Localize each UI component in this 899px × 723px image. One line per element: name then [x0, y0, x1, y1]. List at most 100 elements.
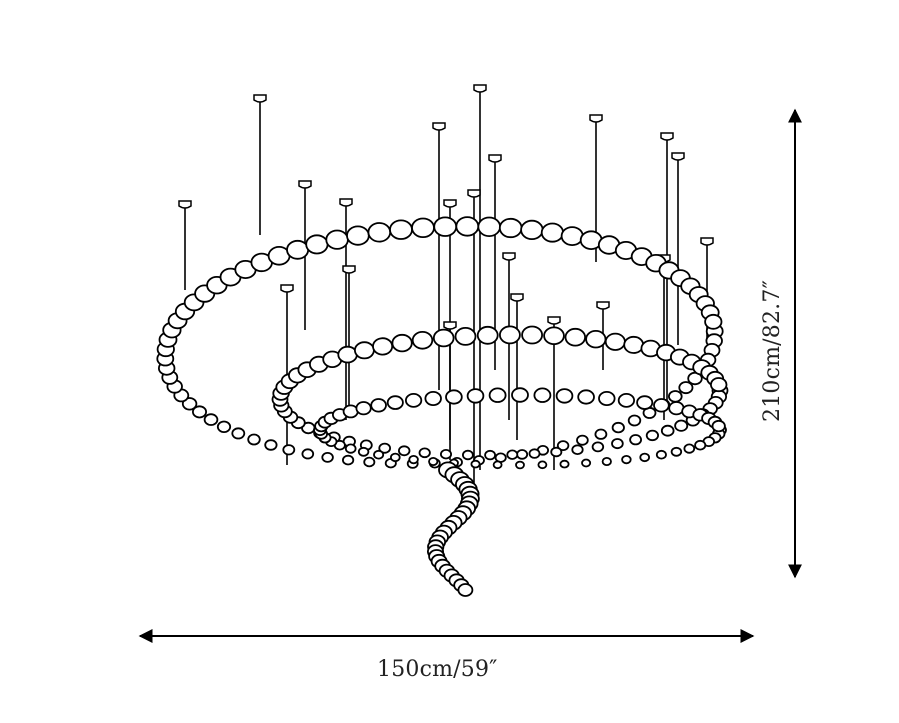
ceiling-cap	[660, 132, 674, 141]
bead	[386, 395, 404, 410]
bead	[476, 325, 499, 345]
bead	[216, 420, 232, 434]
bead	[454, 326, 477, 346]
bead	[678, 381, 694, 395]
bead	[305, 234, 329, 255]
ceiling-cap	[339, 198, 353, 207]
bead	[484, 449, 497, 461]
bead	[282, 444, 296, 456]
ceiling-cap	[178, 200, 192, 209]
bead	[515, 460, 525, 470]
bead	[576, 434, 589, 446]
bead	[432, 328, 455, 348]
bead	[367, 222, 392, 243]
bead	[457, 583, 474, 597]
bead	[461, 449, 474, 461]
bead	[344, 443, 357, 454]
bead	[520, 219, 544, 240]
height-dimension-label: 210cm/82.7″	[760, 280, 785, 422]
bead	[418, 447, 431, 459]
ceiling-cap	[298, 180, 312, 189]
bead	[556, 440, 570, 452]
width-dimension-label: 150cm/59″	[377, 657, 498, 682]
bead	[585, 330, 607, 349]
bead	[581, 458, 592, 468]
bead	[247, 433, 261, 446]
bead	[655, 449, 667, 460]
bead	[559, 459, 570, 469]
bead	[433, 216, 458, 237]
bead	[604, 332, 626, 351]
bead	[378, 442, 392, 454]
bead	[411, 217, 435, 239]
bead	[286, 239, 310, 260]
bead	[571, 444, 584, 456]
bead	[181, 397, 198, 411]
bead	[203, 413, 219, 426]
bead	[623, 335, 645, 354]
bead	[667, 390, 683, 403]
bead	[636, 395, 654, 410]
bead	[598, 390, 616, 406]
bead	[528, 448, 541, 459]
bead	[357, 446, 370, 457]
bead	[424, 390, 442, 406]
bead	[353, 341, 375, 360]
bead	[341, 454, 355, 466]
bead	[391, 333, 413, 353]
ceiling-cap	[253, 94, 267, 103]
bead	[653, 398, 670, 413]
bead	[591, 441, 605, 453]
bead	[466, 388, 485, 404]
bead	[408, 454, 419, 465]
inner-bead-ring	[313, 387, 727, 470]
bead	[639, 452, 650, 463]
bead	[389, 452, 401, 463]
bead	[660, 424, 675, 437]
bead	[564, 327, 587, 347]
bead	[550, 446, 563, 458]
bead	[404, 392, 423, 408]
bead	[389, 219, 413, 240]
ceiling-cap	[488, 154, 502, 163]
bead	[231, 427, 246, 440]
ceiling-cap	[467, 189, 481, 198]
bead	[560, 226, 584, 247]
bead	[411, 330, 434, 350]
bead	[533, 387, 552, 403]
bead	[683, 443, 696, 454]
bead	[301, 448, 315, 460]
bead	[521, 325, 543, 345]
ceiling-cap	[547, 316, 561, 325]
bead	[498, 325, 521, 345]
bead	[355, 401, 372, 416]
bead	[439, 449, 452, 460]
bead	[455, 216, 480, 237]
ceiling-cap	[671, 152, 685, 161]
bead	[191, 405, 207, 419]
bead	[594, 428, 608, 440]
ceiling-cap	[589, 114, 603, 123]
bead	[506, 449, 519, 460]
bead	[537, 460, 548, 470]
bead	[555, 388, 574, 404]
bead	[511, 387, 529, 403]
bead	[710, 377, 728, 393]
bead	[498, 217, 523, 239]
bead	[321, 451, 334, 463]
bead	[543, 326, 565, 346]
ceiling-cap	[473, 84, 487, 93]
ceiling-cap	[443, 321, 457, 330]
bead	[428, 456, 439, 466]
bead	[670, 446, 683, 457]
ceiling-cap	[432, 122, 446, 131]
ceiling-cap	[700, 237, 714, 246]
ceiling-cap	[443, 199, 457, 208]
bead	[621, 454, 632, 465]
bead	[645, 429, 660, 442]
bead	[325, 229, 349, 250]
bead	[398, 445, 411, 457]
bead-tail-spiral	[426, 461, 480, 597]
bead	[264, 439, 278, 451]
